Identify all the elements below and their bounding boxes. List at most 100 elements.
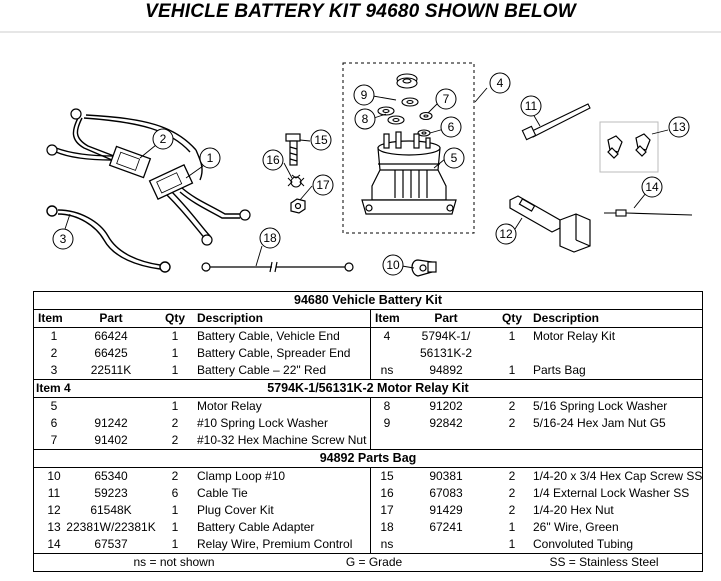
header-part-right: Part: [434, 311, 458, 325]
part-number: 90381: [429, 469, 463, 483]
header-part: Part: [99, 311, 123, 325]
callout-5: 5: [443, 147, 465, 169]
svg-text:16: 16: [266, 153, 280, 167]
bag-title: 94892 Parts Bag: [319, 451, 417, 465]
quantity: 1: [171, 399, 179, 413]
svg-text:1: 1: [207, 151, 214, 165]
description: #10 Spring Lock Washer: [197, 416, 328, 430]
item-number: 12: [47, 503, 61, 517]
header-description: Description: [197, 311, 264, 325]
header-qty: Qty: [164, 311, 185, 325]
description: 5/16-24 Hex Jam Nut G5: [533, 416, 666, 430]
washers-8: [377, 97, 419, 125]
column-divider: [370, 415, 371, 432]
plug-cover-kit: [509, 195, 591, 253]
description: Battery Cable – 22" Red: [197, 363, 326, 377]
callout-6: 6: [440, 116, 462, 138]
callout-2: 2: [152, 128, 174, 150]
item-number: 4: [383, 329, 391, 343]
table-row: 12 61548K 1 Plug Cover Kit 17 91429 2 1/…: [34, 502, 702, 519]
lock-washer-6: [417, 129, 431, 137]
column-divider: [370, 502, 371, 519]
description: Convoluted Tubing: [533, 537, 634, 551]
quantity: 1: [508, 363, 516, 377]
part-number: 66425: [94, 346, 128, 360]
quantity: 1: [508, 520, 516, 534]
part-number: 66424: [94, 329, 128, 343]
legend-not-shown: ns = not shown: [133, 555, 215, 569]
item-number: 5: [50, 399, 58, 413]
bag-title-row: 94892 Parts Bag: [34, 450, 702, 468]
title-divider: [0, 31, 721, 33]
clamp-loop: [411, 259, 437, 277]
column-divider: [370, 485, 371, 502]
external-lock-washer: [287, 174, 305, 188]
table-row: 14 67537 1 Relay Wire, Premium Control n…: [34, 536, 702, 554]
item-number: 6: [50, 416, 58, 430]
hex-cap-screw: [285, 133, 301, 166]
svg-text:13: 13: [672, 120, 686, 134]
svg-text:9: 9: [361, 88, 368, 102]
part-number: 22511K: [90, 363, 132, 377]
svg-text:14: 14: [645, 180, 659, 194]
quantity: 1: [508, 329, 516, 343]
kit-title: 94680 Vehicle Battery Kit: [294, 293, 442, 307]
svg-text:11: 11: [525, 99, 538, 113]
column-divider: [370, 432, 371, 449]
parts-table: 94680 Vehicle Battery Kit Item Part Qty …: [33, 291, 703, 572]
item-number: 10: [47, 469, 61, 483]
quantity: 1: [171, 346, 179, 360]
quantity: 1: [171, 363, 179, 377]
description: Battery Cable, Spreader End: [197, 346, 351, 360]
part-number: 67241: [429, 520, 463, 534]
motor-relay-kit-box: [342, 62, 475, 234]
description: 1/4-20 Hex Nut: [533, 503, 614, 517]
relay-wire: [604, 209, 693, 217]
quantity: 2: [508, 503, 516, 517]
callout-14: 14: [641, 176, 663, 198]
description: 5/16 Spring Lock Washer: [533, 399, 668, 413]
part-number: [400, 536, 492, 553]
item-number: 7: [50, 433, 58, 447]
header-description-right: Description: [533, 311, 600, 325]
column-divider: [370, 310, 371, 327]
item-number: 15: [380, 469, 394, 483]
callout-3: 3: [52, 228, 74, 250]
kit-header-row: Item Part Qty Description Item Part Qty …: [34, 310, 702, 328]
table-row: 2 66425 1 Battery Cable, Spreader End 56…: [34, 345, 702, 362]
header-qty-right: Qty: [501, 311, 522, 325]
part-number: [400, 432, 492, 449]
item-number: ns: [380, 537, 394, 551]
quantity: 2: [171, 416, 179, 430]
column-divider: [370, 519, 371, 536]
description: 1/4-20 x 3/4 Hex Cap Screw SS: [533, 469, 703, 483]
callout-17: 17: [312, 174, 334, 196]
svg-text:10: 10: [386, 258, 400, 272]
motor-relay: [361, 131, 457, 215]
description: Cable Tie: [197, 486, 248, 500]
cable-tie: [521, 103, 591, 141]
part-number: 59223: [94, 486, 128, 500]
table-row: 6 91242 2 #10 Spring Lock Washer 9 92842…: [34, 415, 702, 432]
connector-2: [108, 145, 152, 179]
svg-text:18: 18: [263, 231, 277, 245]
callout-8: 8: [354, 108, 376, 130]
column-divider: [370, 536, 371, 553]
item-number: 3: [50, 363, 58, 377]
description: 1/4 External Lock Washer SS: [533, 486, 690, 500]
description: Relay Wire, Premium Control: [197, 537, 353, 551]
description: Clamp Loop #10: [197, 469, 286, 483]
callout-4: 4: [489, 72, 511, 94]
svg-text:8: 8: [362, 112, 369, 126]
nut-7: [419, 111, 433, 121]
item-number: 18: [380, 520, 394, 534]
connector-1: [148, 164, 194, 200]
svg-text:7: 7: [443, 92, 450, 106]
page-title: VEHICLE BATTERY KIT 94680 SHOWN BELOW: [145, 1, 576, 22]
callout-16: 16: [262, 149, 284, 171]
part-number: 61548K: [90, 503, 132, 517]
item-number: 14: [47, 537, 61, 551]
description: Parts Bag: [533, 363, 586, 377]
svg-text:4: 4: [497, 76, 504, 90]
table-row: 1 66424 1 Battery Cable, Vehicle End 4 5…: [34, 328, 702, 345]
